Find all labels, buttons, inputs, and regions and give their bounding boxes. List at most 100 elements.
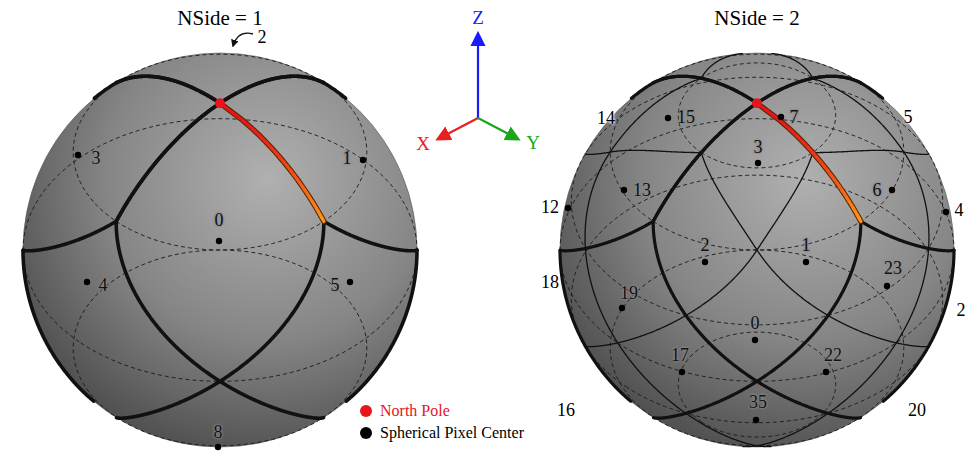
pixel-number: 12 <box>541 198 559 216</box>
healpix-sphere <box>23 53 417 447</box>
x-axis <box>438 118 478 139</box>
pixel-center <box>679 369 685 375</box>
pixel-center <box>216 238 222 244</box>
pixel-number: 17 <box>671 346 689 364</box>
pixel-boundary <box>743 78 929 446</box>
pixel-number: 15 <box>677 108 695 126</box>
pixel-number: 0 <box>751 314 760 332</box>
pixel-boundary <box>560 103 757 251</box>
ring-dashed <box>560 119 954 382</box>
pixel-center <box>347 279 353 285</box>
pixel-number: 14 <box>597 109 615 127</box>
pixel-boundary <box>94 76 220 103</box>
sphere-body <box>23 53 417 447</box>
pixel-center <box>75 152 81 158</box>
pixel-boundary <box>883 250 954 401</box>
pixel-boundary <box>757 76 861 103</box>
sphere-body <box>560 53 954 447</box>
legend-text: North Pole <box>380 402 450 420</box>
pixel-boundary <box>23 103 220 251</box>
pixel-boundary <box>325 83 346 98</box>
north-pole <box>215 98 225 108</box>
pixel-center <box>803 259 809 265</box>
legend-row: Spherical Pixel Center <box>360 424 524 442</box>
pixel-center <box>884 283 890 289</box>
pixel-center <box>215 444 221 450</box>
pixel-number: 4 <box>99 276 108 294</box>
pixel-boundary <box>220 76 323 103</box>
pixel-boundary <box>631 76 757 103</box>
pixel-boundary <box>23 251 94 401</box>
legend-text: Spherical Pixel Center <box>380 424 524 442</box>
pixel-boundary <box>757 76 860 103</box>
pixel-number: 2 <box>701 236 710 254</box>
y-axis <box>478 118 518 139</box>
pixel-number: 2 <box>258 28 267 46</box>
pixel-number: 13 <box>633 181 651 199</box>
axis-triad <box>438 34 518 139</box>
z-axis <box>477 34 479 118</box>
pixel-number: 1 <box>343 149 352 167</box>
pixel-number: 0 <box>215 211 224 229</box>
pixel-number: 23 <box>884 259 902 277</box>
pixel-number: 1 <box>802 236 811 254</box>
pixel-number: 20 <box>908 401 926 419</box>
panel-title: NSide = 1 <box>177 8 262 29</box>
pixel-boundary <box>862 83 883 98</box>
pixel-number: 19 <box>620 284 638 302</box>
pixel-center <box>565 205 571 211</box>
pixel-boundary <box>585 150 701 154</box>
pixel-number: 18 <box>541 273 559 291</box>
pixel-boundary <box>220 103 417 251</box>
pixel-center <box>823 369 829 375</box>
ring-dashed <box>678 332 835 437</box>
pixel-number: 2 <box>957 301 966 319</box>
pixel-number: 3 <box>754 138 763 156</box>
pixel-center <box>360 157 366 163</box>
pixel-boundary <box>757 103 954 251</box>
pixel-number: 4 <box>955 201 964 219</box>
pixel-boundary <box>653 103 860 418</box>
pixel-boundary <box>585 153 812 347</box>
pixel-boundary <box>701 153 928 347</box>
pixel-center <box>753 417 759 423</box>
pixel-number: 3 <box>92 149 101 167</box>
legend-swatch <box>360 427 372 439</box>
pixel-center <box>665 115 671 121</box>
pixel-boundary <box>701 54 742 78</box>
pixel-centers <box>75 114 949 450</box>
highlight-edge <box>243 121 252 129</box>
pixel-number: 5 <box>331 276 340 294</box>
axis-label: Z <box>472 8 484 27</box>
pixel-boundary <box>653 103 860 418</box>
pixel-boundary <box>116 103 323 418</box>
pixel-boundary <box>653 76 757 103</box>
pixel-center <box>702 259 708 265</box>
healpix-sphere <box>560 53 954 447</box>
pixel-boundary <box>813 150 929 154</box>
pixel-center <box>752 337 758 343</box>
pixel-number: 8 <box>214 423 223 441</box>
pixel-boundary <box>772 54 813 78</box>
pixel-center <box>621 187 627 193</box>
axis-label: Y <box>526 133 540 152</box>
pixel-center <box>943 209 949 215</box>
pixel-boundary <box>346 250 417 401</box>
pixel-center <box>84 279 90 285</box>
pixel-number: 5 <box>904 108 913 126</box>
ring-dashed <box>571 175 942 423</box>
panel-title: NSide = 2 <box>714 8 799 29</box>
pixel-number: 16 <box>557 401 575 419</box>
pixel-number: 6 <box>873 181 882 199</box>
pixel-boundary <box>560 251 631 401</box>
pixel-number: 35 <box>749 393 767 411</box>
highlight-edge <box>757 103 861 221</box>
pixel-boundary <box>585 78 771 446</box>
pointer-arrow <box>233 33 253 46</box>
highlight-edge <box>322 218 324 221</box>
highlight-edge <box>780 121 789 129</box>
axis-label: X <box>416 134 430 153</box>
pixel-number: 22 <box>824 346 842 364</box>
ring-dashed <box>571 77 942 325</box>
